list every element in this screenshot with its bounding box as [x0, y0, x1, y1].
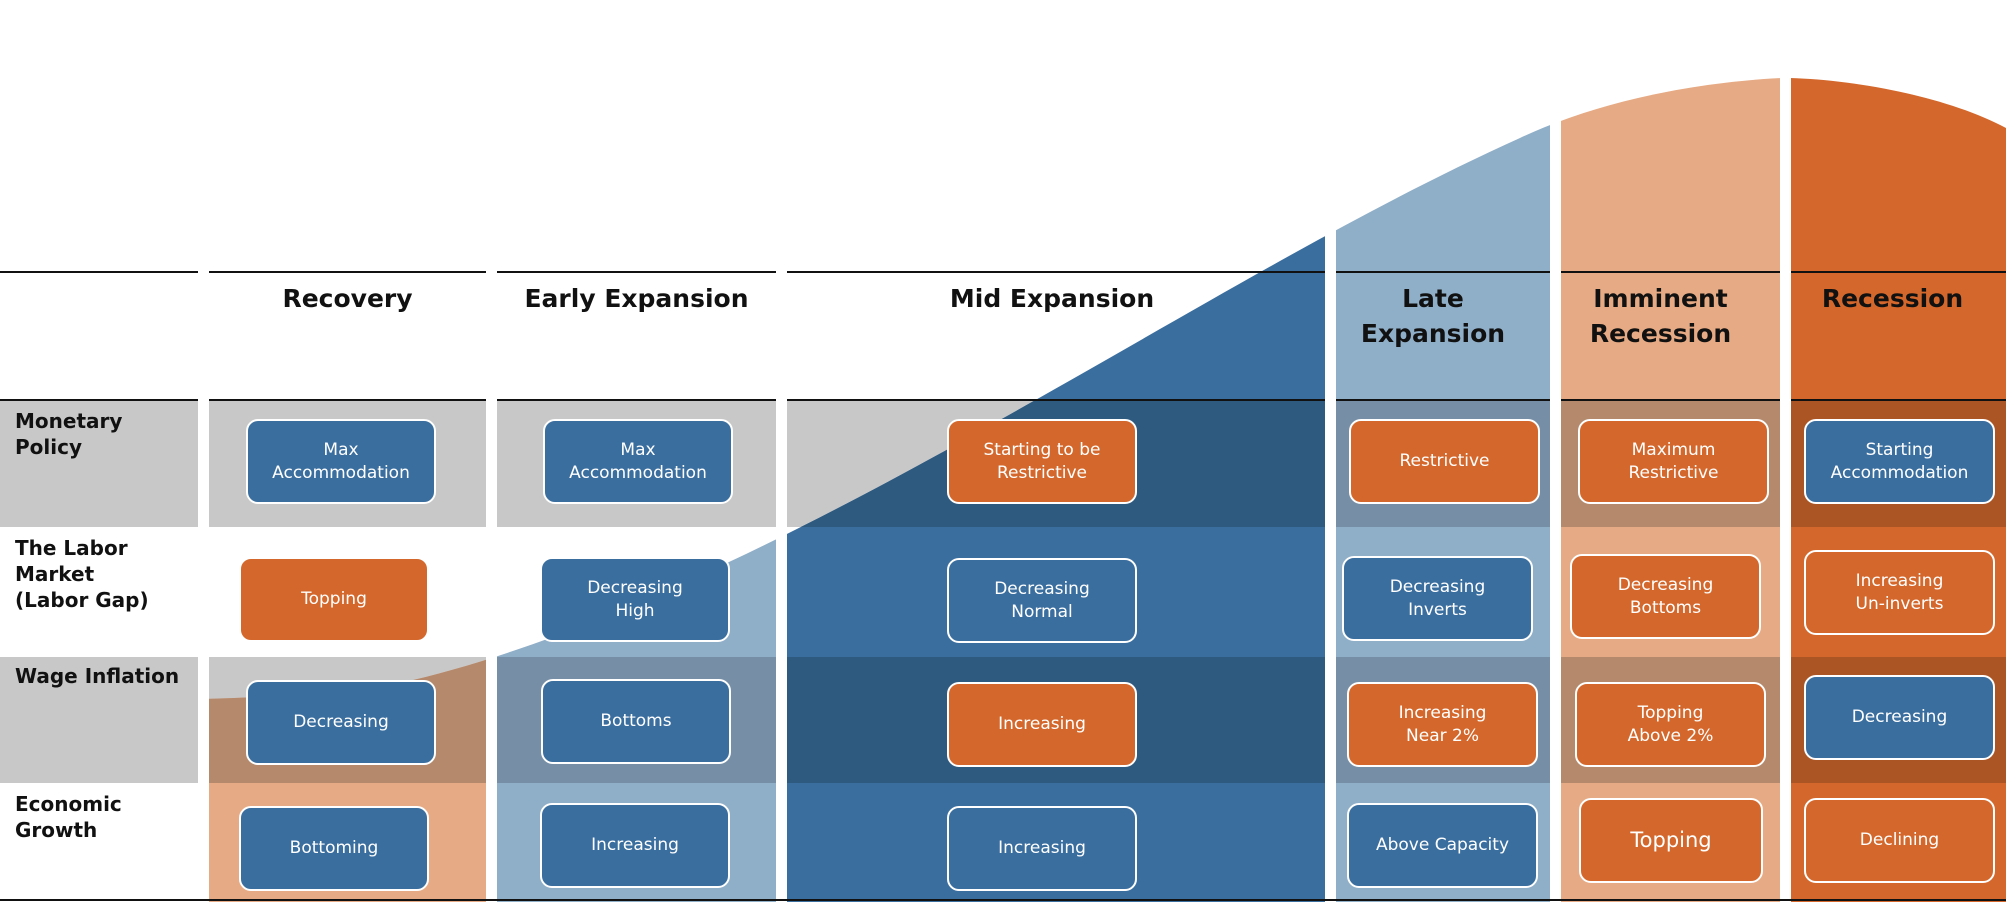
- cell-wage-recovery: Decreasing: [246, 680, 436, 765]
- cell-wage-imminent-recession: Topping Above 2%: [1575, 682, 1766, 767]
- cell-labor-mid-expansion: Decreasing Normal: [947, 558, 1137, 643]
- phase-header-late-expansion: Late Expansion: [1360, 284, 1506, 348]
- cell-monetary-imminent-recession: Maximum Restrictive: [1578, 419, 1769, 504]
- phase-header-recession: Recession: [1821, 283, 1964, 313]
- cell-growth-imminent-recession: Topping: [1579, 798, 1763, 883]
- cell-labor-recovery: Topping: [239, 557, 429, 642]
- cell-growth-mid-expansion: Increasing: [947, 806, 1137, 891]
- cell-labor-late-expansion: Decreasing Inverts: [1342, 556, 1533, 641]
- cell-growth-recovery: Bottoming: [239, 806, 429, 891]
- cell-labor-early-expansion: Decreasing High: [540, 557, 730, 642]
- cell-labor-recession: Increasing Un-inverts: [1804, 550, 1995, 635]
- cell-monetary-late-expansion: Restrictive: [1349, 419, 1540, 504]
- row-label-labor-market: The Labor Market (Labor Gap): [15, 536, 149, 612]
- cell-wage-late-expansion: Increasing Near 2%: [1347, 682, 1538, 767]
- cell-wage-recession: Decreasing: [1804, 675, 1995, 760]
- cell-wage-early-expansion: Bottoms: [541, 679, 731, 764]
- cell-monetary-recession: Starting Accommodation: [1804, 419, 1995, 504]
- cell-labor-imminent-recession: Decreasing Bottoms: [1570, 554, 1761, 639]
- phase-header-imminent-recession: Imminent Recession: [1589, 284, 1732, 348]
- cell-wage-mid-expansion: Increasing: [947, 682, 1137, 767]
- cell-monetary-recovery: Max Accommodation: [246, 419, 436, 504]
- cell-monetary-early-expansion: Max Accommodation: [543, 419, 733, 504]
- cell-growth-recession: Declining: [1804, 798, 1995, 883]
- header-rules: [0, 271, 2006, 901]
- row-label-economic-growth: Economic Growth: [15, 792, 122, 842]
- phase-header-recovery: Recovery: [282, 283, 413, 313]
- cell-growth-late-expansion: Above Capacity: [1347, 803, 1538, 888]
- phase-header-mid-expansion: Mid Expansion: [949, 283, 1155, 313]
- phase-header-early-expansion: Early Expansion: [524, 283, 749, 313]
- cell-growth-early-expansion: Increasing: [540, 803, 730, 888]
- row-label-wage-inflation: Wage Inflation: [15, 664, 180, 688]
- cell-monetary-mid-expansion: Starting to be Restrictive: [947, 419, 1137, 504]
- row-label-monetary-policy: Monetary Policy: [15, 409, 123, 459]
